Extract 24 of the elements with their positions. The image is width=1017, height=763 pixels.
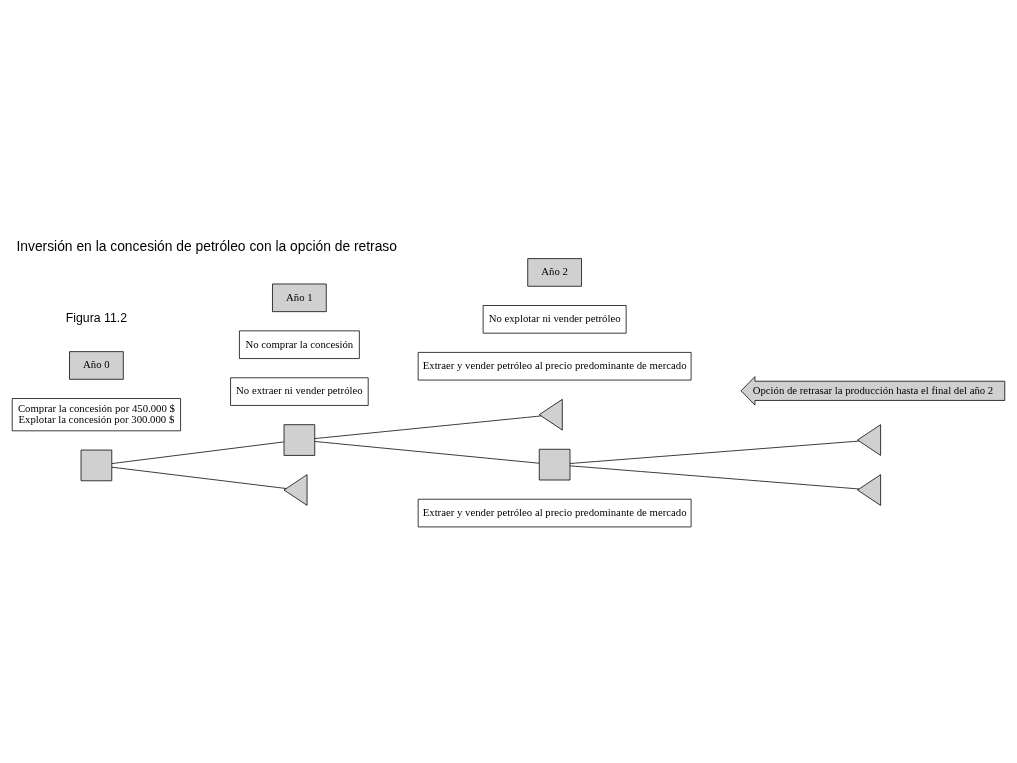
- node-box: No extraer ni vender petróleo: [230, 376, 369, 406]
- node-triangle: [857, 423, 881, 456]
- node-box: [283, 423, 316, 456]
- label: Figura 11.2: [65, 309, 128, 324]
- node-triangle: [283, 473, 308, 506]
- connector: [111, 466, 287, 489]
- node-box: No explotar ni vender petróleo: [482, 304, 627, 334]
- connector: [314, 415, 542, 439]
- node-box: Año 1: [272, 283, 327, 312]
- node-triangle: [857, 473, 881, 506]
- node-box: Comprar la concesión por 450.000 $ Explotar la concesión por 300.000 $: [11, 397, 181, 431]
- connector: [111, 441, 285, 464]
- diagram-title: Inversión en la concesión de petróleo con la opción de retraso: [16, 237, 397, 254]
- node-box: No comprar la concesión: [239, 330, 360, 359]
- connector: [569, 464, 860, 489]
- node-triangle: [538, 398, 563, 430]
- node-box: Año 0: [69, 350, 124, 380]
- node-box: Extraer y vender petróleo al precio predominante de mercado: [417, 498, 692, 527]
- connector: [314, 440, 540, 464]
- node-box: Extraer y vender petróleo al precio predominante de mercado: [417, 351, 692, 380]
- node-box: [538, 448, 571, 480]
- node-box: Año 2: [527, 257, 582, 287]
- connector: [569, 440, 860, 464]
- node-box: [80, 449, 113, 481]
